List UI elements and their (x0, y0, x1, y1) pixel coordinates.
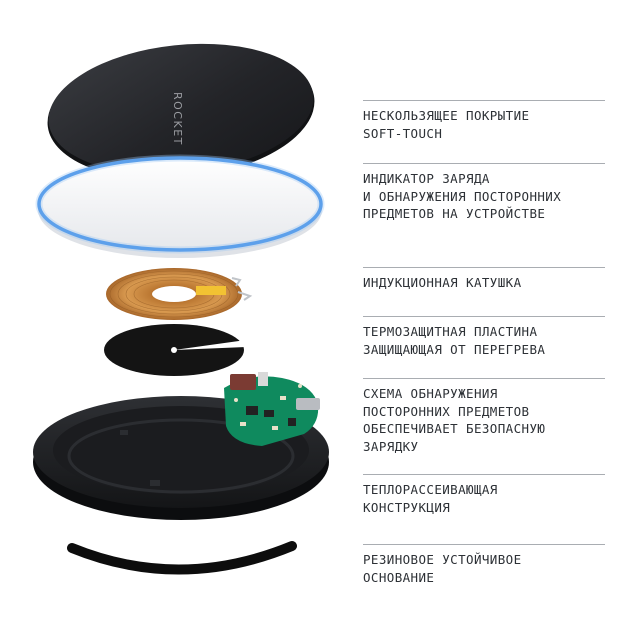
feature-heat-dissipation: ТЕПЛОРАССЕИВАЮЩАЯ КОНСТРУКЦИЯ (363, 474, 605, 516)
indicator-ring (35, 154, 325, 258)
feature-label-line: КОНСТРУКЦИЯ (363, 499, 451, 515)
feature-label-line: НЕСКОЛЬЗЯЩЕЕ ПОКРЫТИЕ (363, 108, 530, 123)
feature-thermal-plate: ТЕРМОЗАЩИТНАЯ ПЛАСТИНА ЗАЩИЩАЮЩАЯ ОТ ПЕР… (363, 316, 605, 358)
feature-charge-indicator: ИНДИКАТОР ЗАРЯДА И ОБНАРУЖЕНИЯ ПОСТОРОНН… (363, 163, 605, 223)
rubber-base-strip (67, 541, 297, 575)
feature-label-line: ЗАРЯДКУ (363, 438, 419, 454)
feature-label-line: СХЕМА ОБНАРУЖЕНИЯ (363, 386, 498, 401)
thermal-protection-plate (104, 324, 246, 376)
feature-label-line: ОСНОВАНИЕ (363, 569, 435, 585)
feature-soft-touch: НЕСКОЛЬЗЯЩЕЕ ПОКРЫТИЕ SOFT-TOUCH (363, 100, 605, 142)
exploded-charger-illustration: ROCKET (33, 43, 329, 575)
feature-label-line: ТЕПЛОРАССЕИВАЮЩАЯ (363, 482, 498, 497)
feature-label-line: ТЕРМОЗАЩИТНАЯ ПЛАСТИНА (363, 324, 538, 339)
soft-touch-cover: ROCKET (47, 43, 315, 180)
feature-detection-circuit: СХЕМА ОБНАРУЖЕНИЯ ПОСТОРОННИХ ПРЕДМЕТОВ … (363, 378, 605, 455)
feature-label-line: ПРЕДМЕТОВ НА УСТРОЙСТВЕ (363, 206, 546, 221)
feature-label-line: ЗАЩИЩАЮЩАЯ ОТ ПЕРЕГРЕВА (363, 341, 546, 357)
coil-terminal-tab (196, 286, 226, 295)
brand-logo: ROCKET (171, 92, 184, 146)
induction-coil (106, 268, 253, 320)
feature-label-line: ОБЕСПЕЧИВАЕТ БЕЗОПАСНУЮ (363, 421, 546, 436)
feature-rubber-base: РЕЗИНОВОЕ УСТОЙЧИВОЕ ОСНОВАНИЕ (363, 544, 605, 586)
feature-label-line: ПОСТОРОННИХ ПРЕДМЕТОВ (363, 403, 530, 419)
feature-induction-coil: ИНДУКЦИОННАЯ КАТУШКА (363, 267, 605, 292)
detection-circuit-board (224, 372, 320, 446)
feature-label-line: РЕЗИНОВОЕ УСТОЙЧИВОЕ (363, 552, 522, 567)
feature-label-line: И ОБНАРУЖЕНИЯ ПОСТОРОННИХ (363, 188, 562, 204)
feature-label-line: ИНДИКАТОР ЗАРЯДА (363, 171, 490, 186)
feature-label-line: ИНДУКЦИОННАЯ КАТУШКА (363, 275, 522, 290)
feature-label-line: SOFT-TOUCH (363, 125, 443, 141)
